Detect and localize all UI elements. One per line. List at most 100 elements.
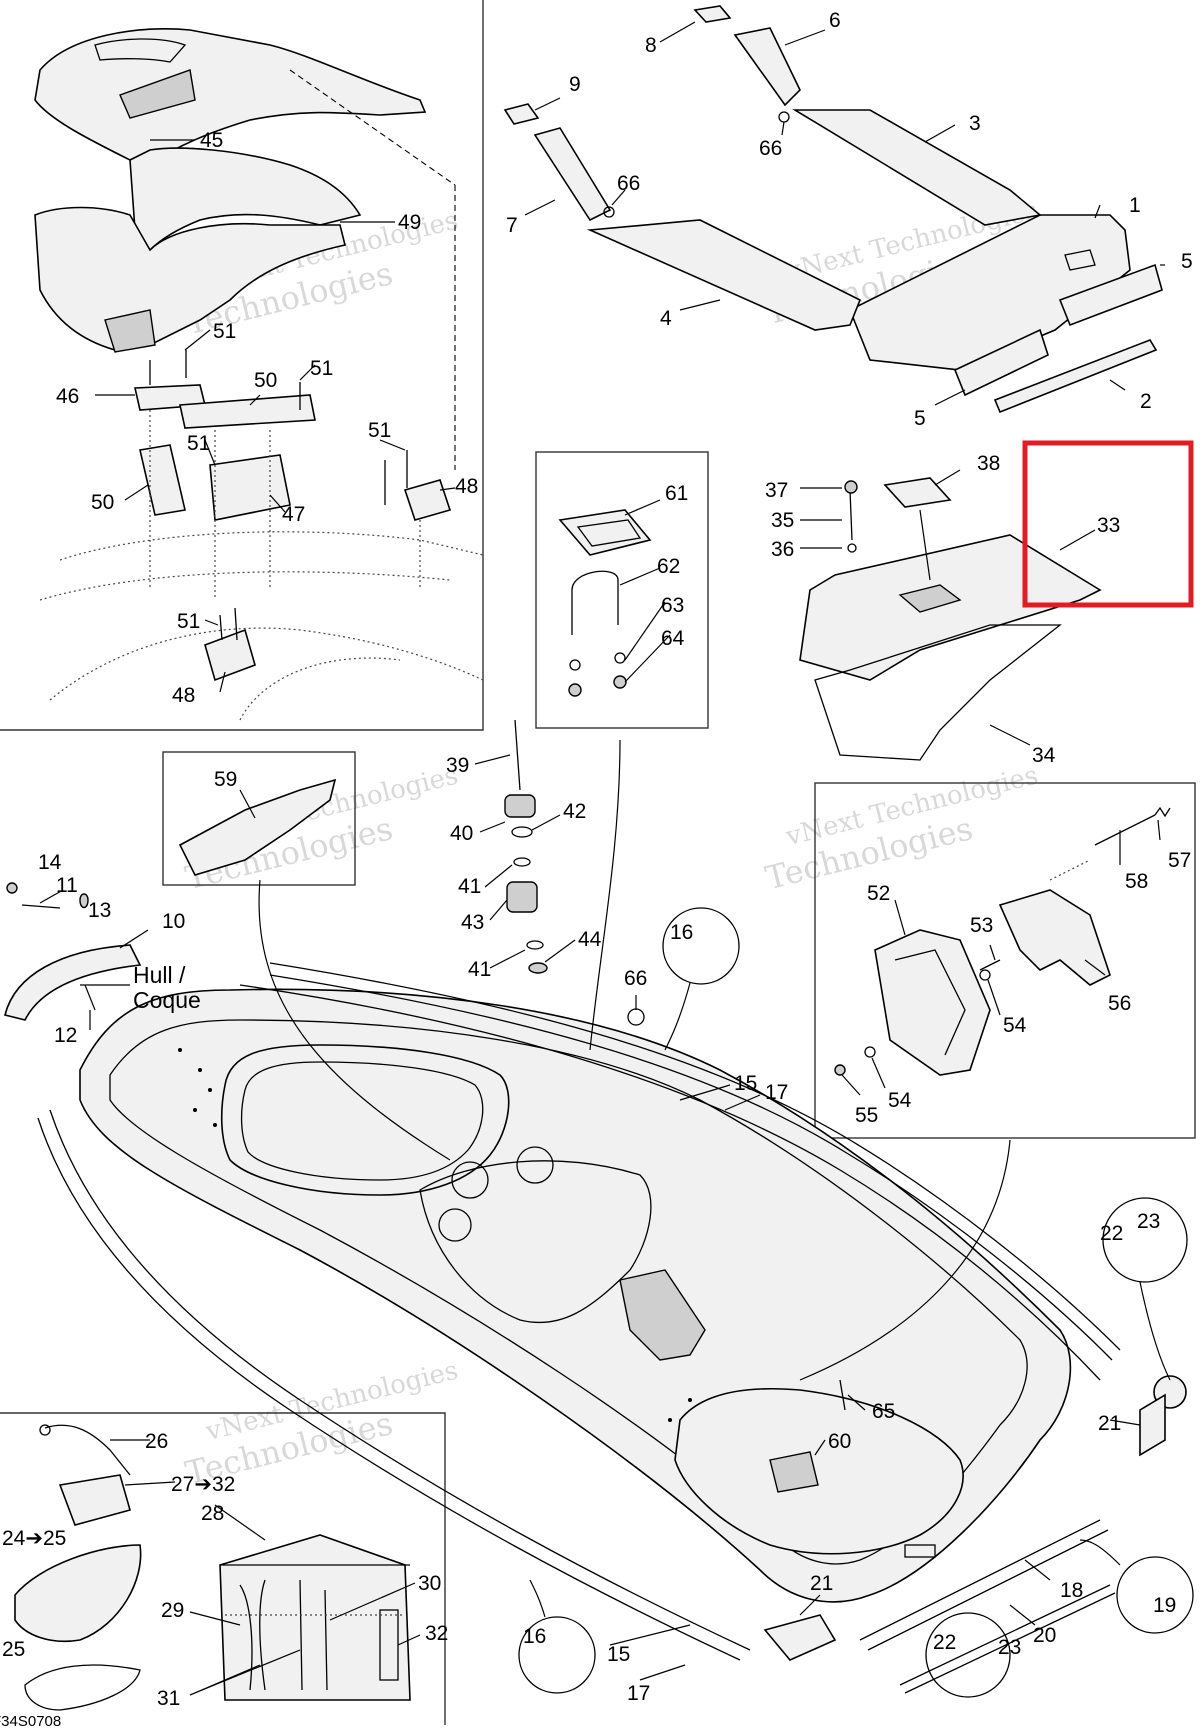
leader-29 bbox=[189, 1611, 241, 1626]
callout-62: 62 bbox=[657, 555, 680, 578]
plug-66 bbox=[627, 1008, 645, 1026]
leader-40 bbox=[479, 821, 506, 833]
washer-54 bbox=[864, 1046, 876, 1058]
hull-label-line2: Coque bbox=[133, 987, 201, 1013]
leader-21 bbox=[1109, 1419, 1141, 1426]
nut-55 bbox=[834, 1064, 846, 1076]
leader-12 bbox=[84, 984, 96, 1011]
detail-circle-16-lower bbox=[518, 1616, 596, 1694]
nut-64 bbox=[613, 675, 627, 689]
seat-section-frame bbox=[0, 0, 484, 731]
callout-66a: 66 bbox=[759, 137, 782, 160]
callout-16b: 16 bbox=[523, 1625, 546, 1648]
callout-46: 46 bbox=[56, 385, 79, 408]
rail-15-lower bbox=[49, 1109, 751, 1651]
stud-39 bbox=[514, 719, 521, 791]
seat-latch-teeth bbox=[119, 69, 196, 119]
detail-leader bbox=[1079, 1539, 1121, 1566]
leader-63 bbox=[624, 601, 666, 661]
spring-57 bbox=[1154, 806, 1171, 818]
seat-handle-opening bbox=[94, 38, 187, 63]
leader-38 bbox=[934, 469, 961, 486]
callout-28: 28 bbox=[201, 1502, 224, 1525]
leader-lines bbox=[39, 21, 1165, 1696]
ubolt-62 bbox=[571, 570, 619, 635]
callout-57: 57 bbox=[1168, 849, 1191, 872]
storage-cover bbox=[799, 477, 1102, 761]
leader-66 bbox=[611, 189, 626, 206]
callout-51c: 51 bbox=[368, 419, 391, 442]
callout-45: 45 bbox=[200, 129, 223, 152]
callout-48a: 48 bbox=[455, 475, 478, 498]
leader-43 bbox=[489, 899, 508, 921]
callout-39: 39 bbox=[446, 754, 469, 777]
cup-holder bbox=[516, 1146, 554, 1184]
callout-3: 3 bbox=[969, 112, 981, 135]
steering-post bbox=[619, 1269, 706, 1361]
leader-33 bbox=[1059, 529, 1096, 551]
callout-24: 24➔25 bbox=[2, 1527, 66, 1550]
mat-2 bbox=[993, 339, 1158, 414]
leader-44 bbox=[544, 939, 576, 963]
hull-inner-edge bbox=[109, 1019, 1028, 1565]
callout-51b: 51 bbox=[310, 357, 333, 380]
leader-52 bbox=[894, 899, 906, 936]
seal-34 bbox=[814, 624, 1062, 761]
callout-51e: 51 bbox=[177, 610, 200, 633]
seat-assembly bbox=[34, 27, 456, 470]
leader-48 bbox=[219, 671, 226, 693]
pad-8 bbox=[693, 5, 732, 23]
bracket-48-upper bbox=[403, 479, 452, 521]
cable-26-end bbox=[39, 1424, 51, 1436]
mat-7 bbox=[533, 127, 612, 222]
handle-kit-box bbox=[535, 451, 709, 729]
plug-14 bbox=[6, 882, 18, 894]
leader-64 bbox=[624, 634, 671, 683]
leader-61 bbox=[624, 499, 661, 516]
callout-63: 63 bbox=[661, 594, 684, 617]
mount-43 bbox=[506, 881, 538, 913]
washer-63 bbox=[569, 659, 581, 671]
assembly-axis bbox=[1049, 859, 1091, 881]
callout-48b: 48 bbox=[172, 684, 195, 707]
leader-21 bbox=[799, 1594, 821, 1616]
callout-9: 9 bbox=[569, 73, 581, 96]
callout-4: 4 bbox=[660, 307, 672, 330]
rail-17-lower bbox=[37, 1117, 741, 1661]
leader-66 bbox=[781, 121, 785, 136]
callout-15b: 15 bbox=[607, 1643, 630, 1666]
hull-trim-10 bbox=[4, 882, 142, 1021]
leader-51 bbox=[204, 619, 219, 626]
callout-66c: 66 bbox=[624, 967, 647, 990]
detail-circle-16-upper bbox=[662, 907, 740, 985]
pull-starter-assembly bbox=[834, 806, 1171, 1076]
hull-vent bbox=[904, 1544, 936, 1558]
leader-50 bbox=[124, 484, 149, 501]
pouch-27 bbox=[58, 1474, 131, 1526]
strip-18 bbox=[859, 1519, 1109, 1651]
nut-64 bbox=[568, 683, 582, 697]
leader-4 bbox=[679, 299, 721, 311]
front-storage bbox=[674, 1387, 964, 1555]
bracket-59 bbox=[178, 778, 337, 876]
callout-54a: 54 bbox=[1003, 1014, 1027, 1037]
leader-50 bbox=[249, 394, 261, 406]
handle-61-grip bbox=[576, 519, 642, 547]
washer-41 bbox=[513, 857, 531, 867]
leader-31 bbox=[189, 1649, 301, 1696]
callout-41b: 41 bbox=[468, 958, 491, 981]
callout-23b: 23 bbox=[998, 1636, 1021, 1659]
callout-1: 1 bbox=[1129, 194, 1141, 217]
leader-48 bbox=[439, 487, 456, 491]
leader-5 bbox=[934, 389, 966, 406]
leader-51 bbox=[204, 439, 216, 466]
leader-30 bbox=[329, 1582, 416, 1621]
callout-33: 33 bbox=[1097, 514, 1120, 537]
hull-label-line1: Hull / bbox=[133, 962, 186, 988]
mount-stack bbox=[504, 719, 548, 974]
washer-36 bbox=[847, 543, 857, 553]
callout-26: 26 bbox=[145, 1430, 168, 1453]
leader-27 bbox=[124, 1481, 176, 1486]
callout-15a: 15 bbox=[734, 1072, 757, 1095]
